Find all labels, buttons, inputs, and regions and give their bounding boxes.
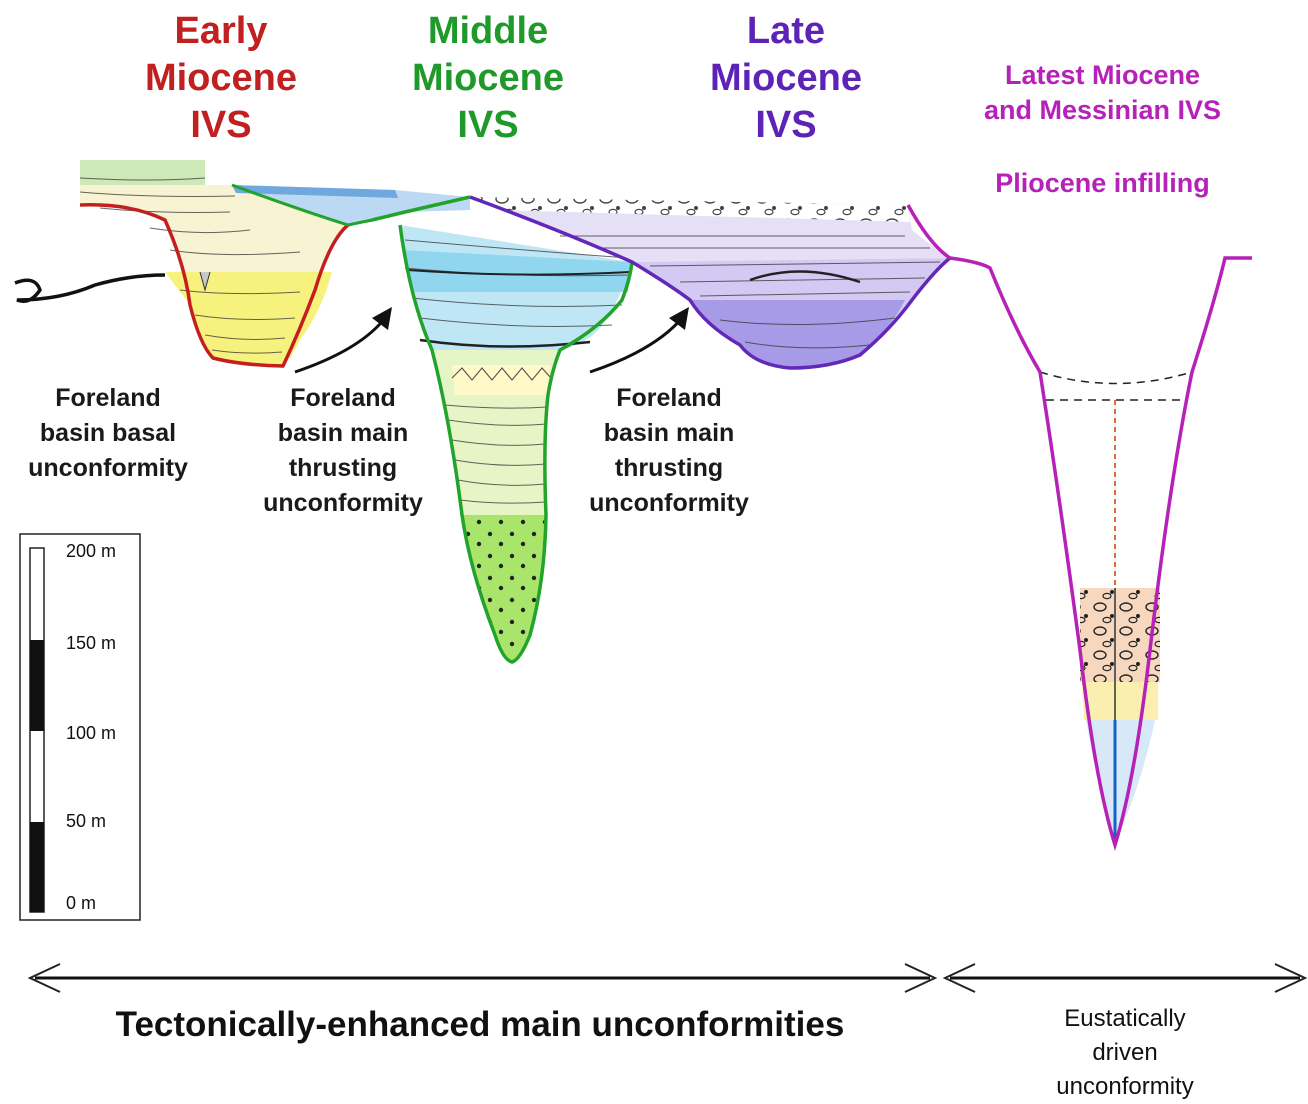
basal-unconformity-label: Foreland basin basal unconformity [0,381,216,486]
early-miocene-basin [79,160,373,368]
thrust2-line-4: unconformity [589,489,749,517]
late-line-3: IVS [755,104,817,146]
scale-tick-50: 50 m [66,811,107,831]
middle-line-1: Middle [427,10,549,52]
late-miocene-heading: Late Miocene IVS [686,8,886,149]
late-line-2: Miocene [709,57,863,99]
scale-tick-150: 150 m [66,633,117,653]
thrust-arrow-2 [589,307,689,374]
thrust1-line-2: basin main [277,419,409,447]
tectonic-caption: Tectonically-enhanced main unconformitie… [115,1005,845,1044]
middle-line-2: Miocene [411,57,565,99]
thrust2-line-1: Foreland [616,384,722,412]
eustatic-range-arrow [942,963,1308,993]
early-line-2: Miocene [144,57,298,99]
late-line-1: Late [746,10,826,52]
scale-tick-200: 200 m [66,541,117,561]
late-miocene-basin [469,195,952,370]
eustatic-line-3: unconformity [1056,1073,1194,1100]
eustatic-line-2: driven [1092,1039,1158,1066]
messinian-line-1: Latest Miocene [1004,60,1201,90]
thrust1-unconformity-label: Foreland basin main thrusting unconformi… [238,381,448,521]
tectonic-range-arrow [27,963,938,993]
thrust1-line-1: Foreland [290,384,396,412]
eustatic-caption: Eustatically driven unconformity [1000,1002,1250,1104]
middle-miocene-basin [231,183,634,664]
basal-line-1: Foreland [55,384,161,412]
middle-line-3: IVS [457,104,519,146]
eustatic-line-1: Eustatically [1064,1005,1186,1032]
pliocene-heading: Pliocene infilling [995,168,1210,198]
thrust1-line-4: unconformity [263,489,423,517]
scale-bar [19,533,141,921]
thrust2-unconformity-label: Foreland basin main thrusting unconformi… [564,381,774,521]
thrust-arrow-1 [294,307,392,374]
scale-tick-0: 0 m [66,893,97,913]
thrust2-line-2: basin main [603,419,735,447]
basal-wavy-line [14,273,166,303]
thrust2-line-3: thrusting [614,454,724,482]
early-miocene-heading: Early Miocene IVS [121,8,321,149]
scale-tick-100: 100 m [66,723,117,743]
early-line-1: Early [174,10,268,52]
messinian-line-2: and Messinian IVS [983,95,1222,125]
thrust1-line-3: thrusting [288,454,398,482]
basal-line-2: basin basal [39,419,177,447]
middle-miocene-heading: Middle Miocene IVS [388,8,588,149]
early-line-3: IVS [190,104,252,146]
messinian-pliocene-valley [906,204,1252,851]
messinian-heading: Latest Miocene and Messinian IVS [950,58,1255,128]
basal-line-3: unconformity [28,454,188,482]
